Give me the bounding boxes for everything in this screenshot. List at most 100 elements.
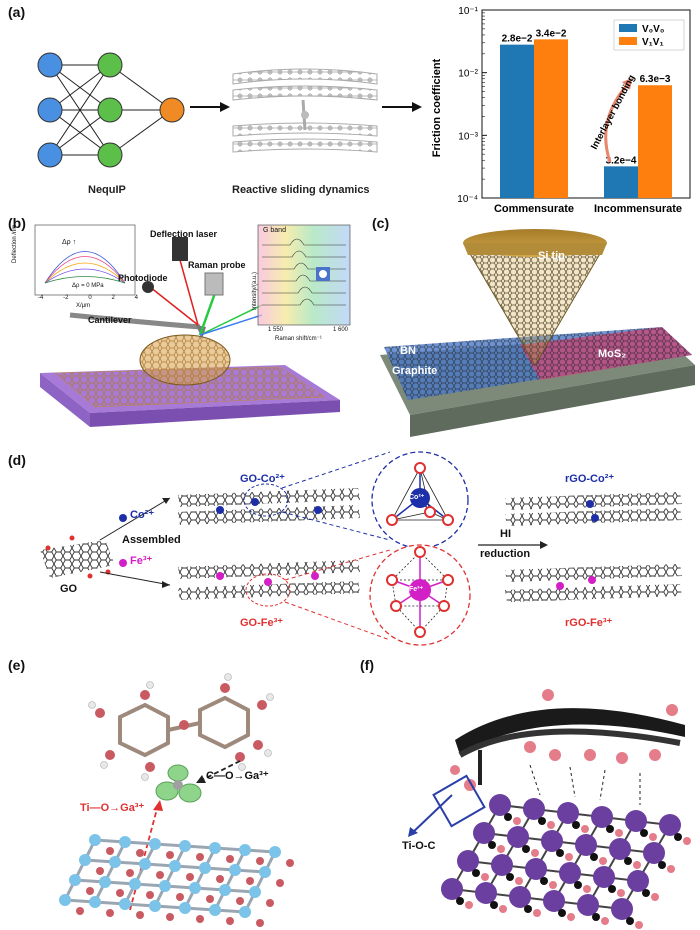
fe-center-label: Fe³⁺ [409,586,424,593]
o-atom [86,887,94,895]
bar [534,39,568,198]
c-o-ga-label: C—O→Ga³⁺ [206,770,269,782]
right-arrow-icon [190,102,230,112]
panel-a-label: (a) [8,4,26,20]
sliding-caption: Reactive sliding dynamics [232,184,370,196]
graphite-top-label: Graphite [580,293,626,305]
y-axis-label: Friction coefficient [431,58,443,157]
ti-atom [209,842,221,854]
o-atom [567,913,575,921]
ti-atom [239,906,251,918]
c-atom [574,881,582,889]
ti-atom [159,880,171,892]
c-atom [608,885,616,893]
ti-atom [557,802,579,824]
o-atom [633,861,641,869]
o-atom [601,917,609,925]
panel-f-label: (f) [360,657,374,673]
ti-o-c-interface-illustration [408,689,691,929]
c-atom [572,821,580,829]
ti-atom [199,862,211,874]
chart-bars [500,39,672,199]
rgo-co-label: rGO-Co²⁺ [565,473,615,485]
ti-atom [625,810,647,832]
c-atom [658,861,666,869]
ti-atom [149,900,161,912]
o-atom [136,849,144,857]
y-tick-label: 10⁻⁴ [457,194,478,205]
ti-atom [239,844,251,856]
plot-frame [481,9,691,199]
deflection-axis-label: Deflection /nm [12,224,18,263]
reduction-label: reduction [480,548,531,560]
o-atom [615,829,623,837]
o-atom [581,825,589,833]
o-atom [266,899,274,907]
ti-atom [591,806,613,828]
c-atom [538,817,546,825]
legend-v0v0: V₀V₀ [642,24,664,35]
o-atom [276,879,284,887]
o-atom [531,849,539,857]
o-atom [136,911,144,919]
o-atom [256,919,264,927]
o-atom [256,857,264,865]
ti-atom [109,856,121,868]
ti-atom [259,866,271,878]
panel-d: (d) [0,440,700,655]
photodiode-label: Photodiode [118,273,168,283]
output-node [159,97,185,123]
o-atom [497,845,505,853]
ga-bonding-illustration [59,673,294,927]
ti-atom [99,876,111,888]
right-arrow-icon [382,102,422,112]
ti-atom [119,898,131,910]
o-atom [667,865,675,873]
input-node [37,52,63,78]
interlayer-bonding-label: Interlayer bonding [589,73,638,152]
x-tick-label: Incommensurate [594,203,682,215]
c-atom [592,913,600,921]
delta-rho-zero-label: Δρ = 0 MPa [72,283,104,289]
o-atom [236,897,244,905]
c-atom [674,833,682,841]
ti-atom [189,882,201,894]
o-atom [465,901,473,909]
ti-atom [475,882,497,904]
ti-atom [627,870,649,892]
c-atom [540,877,548,885]
ti-atom [489,794,511,816]
tip-heterostructure-illustration [380,229,695,437]
c-atom [558,909,566,917]
panel-b: (b) [0,215,370,440]
ti-atom [659,814,681,836]
friction-bar-chart: Friction coefficient 10⁻⁴10⁻³10⁻²10⁻¹Com… [431,6,691,215]
o-atom [246,877,254,885]
ti-atom [119,836,131,848]
c-atom [606,825,614,833]
o-atom [186,873,194,881]
delta-rho-up-label: Δρ ↑ [62,239,77,246]
panel-a: (a) NequIP [0,0,700,220]
chart-legend: V₀V₀ V₁V₁ [613,19,685,51]
legend-v1v1: V₁V₁ [642,37,664,48]
g-band-label: G band [263,227,286,234]
co-center-label: Co²⁺ [409,494,425,501]
ti-atom [441,878,463,900]
panel-e-label: (e) [8,657,26,673]
interlayer-bonding-arrowhead [622,78,632,90]
o-atom [176,893,184,901]
o-atom [226,917,234,925]
deflection-laser-label: Deflection laser [150,229,218,239]
ti-atom [491,854,513,876]
ti-atom [473,822,495,844]
hidden-node [97,142,123,168]
o-atom [156,871,164,879]
c-atom [472,869,480,877]
panel-d-label: (d) [8,452,26,468]
panel-e: (e) C—O→Ga³⁺ Ti— [0,655,350,930]
ti-atom [507,826,529,848]
panel-f: (f) Ti-O-C [350,655,700,930]
o-atom [617,889,625,897]
